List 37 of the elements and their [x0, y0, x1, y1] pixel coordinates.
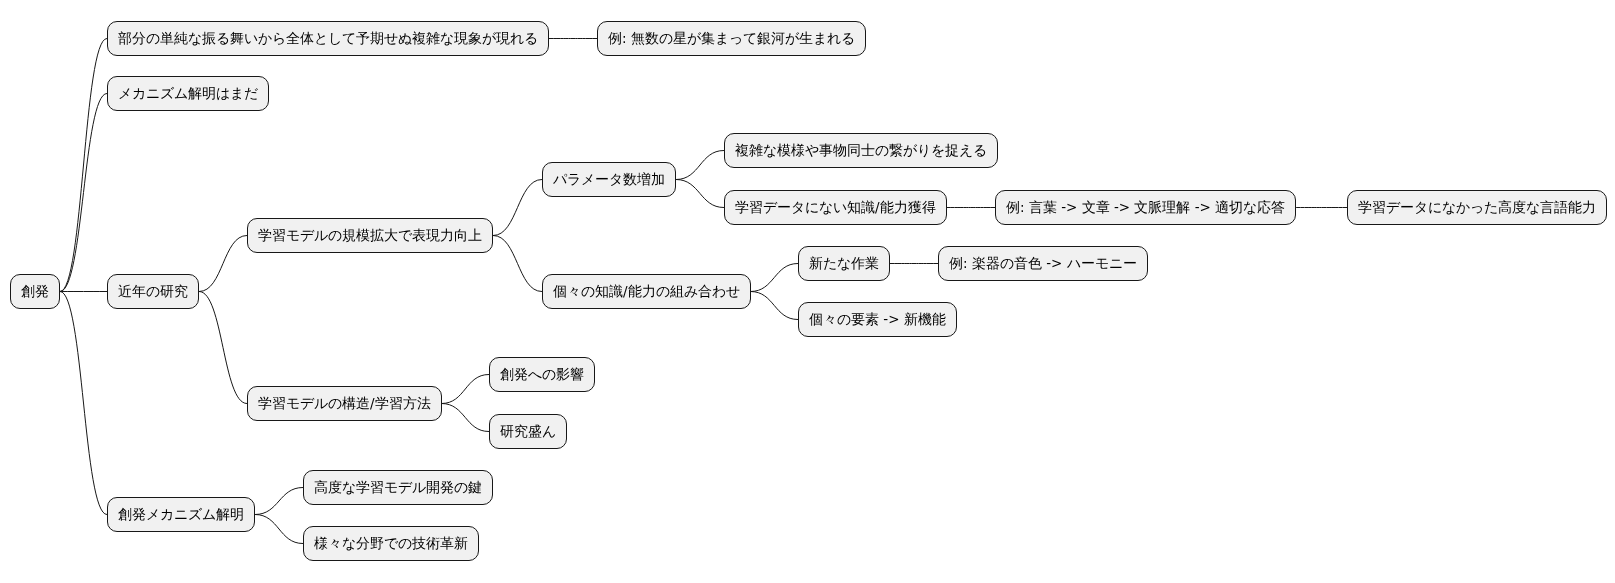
topic-box: 学習データにない知識/能力獲得	[724, 190, 947, 225]
topic-box: 学習モデルの構造/学習方法	[247, 386, 442, 421]
topic-box: 学習モデルの規模拡大で表現力向上	[247, 218, 493, 253]
topic-box: 様々な分野での技術革新	[303, 526, 479, 561]
topic-box: 新たな作業	[798, 246, 890, 281]
connector-line	[492, 179, 543, 236]
connector-line	[59, 291, 108, 292]
connector-line	[750, 291, 799, 320]
connector-line	[198, 235, 248, 292]
connector-line	[59, 291, 108, 515]
connector-line	[548, 38, 598, 39]
connector-line	[254, 514, 304, 544]
topic-box: 創発メカニズム解明	[107, 497, 255, 532]
connector-line	[492, 235, 543, 292]
connector-line	[198, 291, 248, 404]
topic-box: 学習データになかった高度な言語能力	[1347, 190, 1607, 225]
topic-box: 近年の研究	[107, 274, 199, 309]
topic-box: 例: 楽器の音色 -> ハーモニー	[938, 246, 1148, 281]
topic-box: 複雑な模様や事物同士の繋がりを捉える	[724, 133, 998, 168]
connector-line	[946, 207, 996, 208]
topic-box: 例: 無数の星が集まって銀河が生まれる	[597, 21, 866, 56]
topic-box: 研究盛ん	[489, 414, 567, 449]
connector-line	[675, 179, 725, 208]
connector-line	[441, 403, 490, 432]
topic-box: パラメータ数増加	[542, 162, 676, 197]
topic-box: メカニズム解明はまだ	[107, 76, 269, 111]
topic-box: 創発への影響	[489, 357, 595, 392]
topic-box: 個々の知識/能力の組み合わせ	[542, 274, 751, 309]
topic-box: 部分の単純な振る舞いから全体として予期せぬ複雑な現象が現れる	[107, 21, 549, 56]
topic-box: 創発	[10, 274, 60, 309]
connector-line	[59, 93, 108, 292]
topic-box: 例: 言葉 -> 文章 -> 文脈理解 -> 適切な応答	[995, 190, 1297, 225]
connector-line	[1295, 207, 1348, 208]
connector-line	[59, 38, 108, 292]
topic-box: 高度な学習モデル開発の鍵	[303, 470, 493, 505]
topic-box: 個々の要素 -> 新機能	[798, 302, 957, 337]
connector-line	[889, 263, 939, 264]
